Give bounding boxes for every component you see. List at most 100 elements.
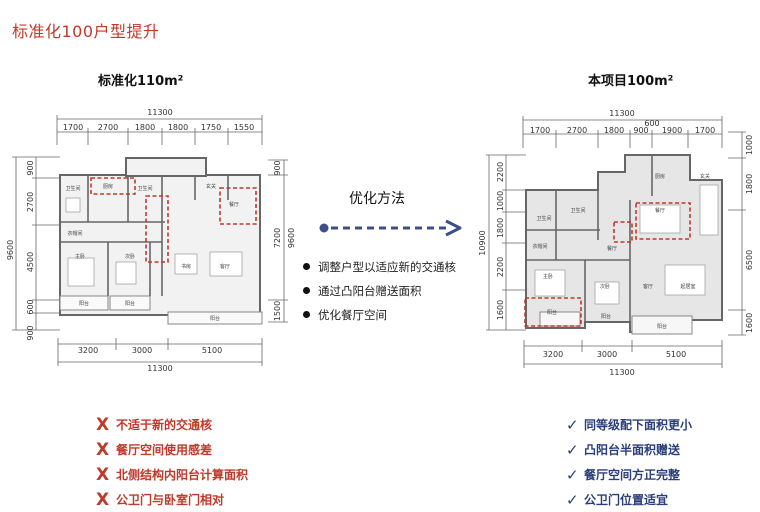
pros-item: ✓ 凸阳台半面积赠送 [566,437,692,462]
room-label: 主卧 [543,273,553,280]
left-side-dim: 900 [26,325,35,340]
arrow-label: 优化方法 [349,191,405,207]
left-floor-plan: 11300 1700 2700 1800 1800 1750 1550 9600… [6,108,296,373]
left-top-dimension-lines [56,115,263,145]
room-label: 卫生间 [65,185,80,192]
cons-item: X 公卫门与卧室门相对 [96,487,248,512]
right-top-total: 11300 [609,109,634,118]
right-left-dim: 2200 [496,257,505,277]
cons-text: 北侧结构内阳台计算面积 [116,468,249,482]
right-highlight-boxes [524,202,691,327]
left-right-dim: 1500 [273,301,282,321]
check-icon: ✓ [566,440,579,459]
right-top-dimension-lines [522,116,723,148]
pros-text: 公卫门位置适宜 [584,493,669,507]
room-label: 厨房 [103,183,113,190]
left-bottom-dimension-lines [57,338,263,366]
room-label: 阳台 [210,315,220,322]
pros-text: 同等级配下面积更小 [584,418,693,432]
right-top-dim: 1900 [662,126,682,135]
left-side-dim: 2700 [26,192,35,212]
left-bottom-dim: 3200 [78,346,98,355]
left-right-dim: 900 [273,160,282,175]
left-bottom-dim: 3000 [132,346,152,355]
check-icon: ✓ [566,465,579,484]
method-item: 优化餐厅空间 [300,306,456,330]
pros-text: 凸阳台半面积赠送 [584,443,681,457]
left-top-dim: 2700 [98,123,118,132]
room-label: 餐厅 [655,207,665,214]
cons-text: 公卫门与卧室门相对 [116,493,225,507]
check-icon: ✓ [566,490,579,509]
right-top-dim: 900 [633,126,648,135]
right-top-dim: 1800 [604,126,624,135]
room-label: 次卧 [125,253,135,260]
room-label: 客厅 [220,263,230,270]
right-right-dim: 1600 [745,313,754,333]
cons-item: X 北侧结构内阳台计算面积 [96,462,248,487]
right-bottom-total: 11300 [609,368,634,377]
right-right-dim: 1000 [745,135,754,155]
room-label: 卫生间 [570,207,585,214]
pros-item: ✓ 同等级配下面积更小 [566,412,692,437]
room-label: 客厅 [643,283,653,290]
dashed-arrow-icon [319,219,462,237]
left-right-dimension-lines [268,159,288,323]
room-label: 卫生间 [536,215,551,222]
right-bottom-dim: 3000 [597,350,617,359]
left-bottom-dim: 5100 [202,346,222,355]
right-left-total: 10900 [478,230,487,255]
room-label: 起居室 [680,283,695,290]
right-right-dim: 1800 [745,174,754,194]
right-plan-body: 厨房 餐厅 玄关 卫生间 卫生间 主卧 次卧 客厅 起居室 阳台 阳台 阳台 衣… [524,154,723,335]
right-left-dim: 1000 [496,191,505,211]
right-top-sub: 600 [644,119,659,128]
cross-icon: X [96,439,110,460]
room-label: 阳台 [79,300,89,307]
right-left-dim: 1600 [496,300,505,320]
right-floor-plan: 11300 600 1700 2700 1800 900 1900 1700 1… [478,109,754,377]
left-side-dimension-lines [12,156,60,331]
right-bottom-dim: 5100 [666,350,686,359]
right-left-dim: 2200 [496,162,505,182]
room-label: 主卧 [75,253,85,260]
cross-icon: X [96,464,110,485]
right-right-dim: 6500 [745,250,754,270]
left-side-dim: 600 [26,299,35,314]
cons-text: 餐厅空间使用感差 [116,443,213,457]
left-top-dim: 1800 [168,123,188,132]
room-label: 餐厅 [607,245,617,252]
room-label: 卫生间 [137,185,152,192]
room-label: 阳台 [601,313,611,320]
room-label: 次卧 [600,283,610,290]
pros-item: ✓ 公卫门位置适宜 [566,487,692,512]
cross-icon: X [96,414,110,435]
pros-list: ✓ 同等级配下面积更小 ✓ 凸阳台半面积赠送 ✓ 餐厅空间方正完整 ✓ 公卫门位… [566,412,692,512]
room-label: 餐厅 [229,201,239,208]
room-label: 衣帽间 [67,230,82,237]
right-top-dim: 2700 [567,126,587,135]
left-highlight-boxes [90,177,257,263]
left-side-dim: 4500 [26,252,35,272]
left-plan-title: 标准化110m² [98,74,184,89]
left-top-dim: 1750 [201,123,221,132]
right-top-dim: 1700 [695,126,715,135]
room-label: 玄关 [206,183,216,190]
left-top-dim: 1550 [234,123,254,132]
room-label: 阳台 [547,309,557,316]
right-top-dim: 1700 [530,126,550,135]
check-icon: ✓ [566,415,579,434]
room-label: 厨房 [655,173,665,180]
pros-text: 餐厅空间方正完整 [584,468,681,482]
left-side-total: 9600 [6,240,15,260]
right-left-dimension-lines [486,154,526,331]
right-bottom-dim: 3200 [543,350,563,359]
cons-list: X 不适于新的交通核 X 餐厅空间使用感差 X 北侧结构内阳台计算面积 X 公卫… [96,412,248,512]
left-plan-body: 卫生间 厨房 卫生间 主卧 次卧 书房 客厅 餐厅 玄关 阳台 衣帽间 阳台 阳… [59,157,263,325]
method-item: 调整户型以适应新的交通核 [300,258,456,282]
left-top-dim: 1800 [135,123,155,132]
pros-item: ✓ 餐厅空间方正完整 [566,462,692,487]
left-right-dim: 7200 [273,228,282,248]
right-plan-title: 本项目100m² [588,74,674,89]
method-item: 通过凸阳台赠送面积 [300,282,456,306]
